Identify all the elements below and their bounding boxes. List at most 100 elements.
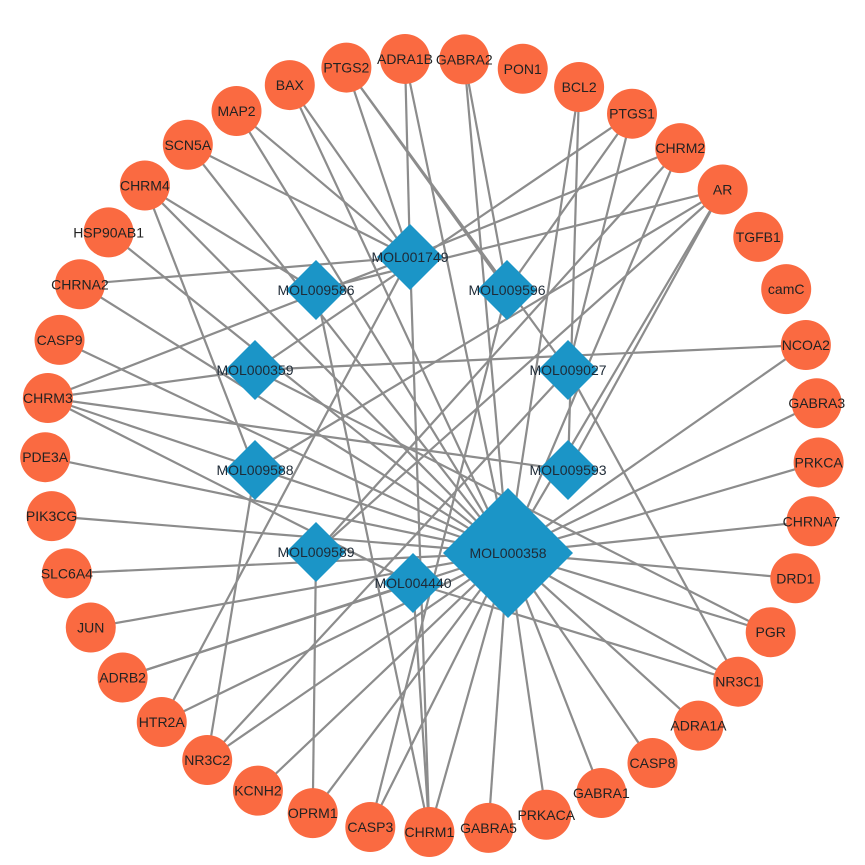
edge-mol000358-chrna2 xyxy=(79,283,509,554)
target-label: SCN5A xyxy=(164,137,211,153)
compound-node-mol009596[interactable]: MOL009596 xyxy=(468,260,546,320)
edge-mol004440-adrb2 xyxy=(122,581,414,679)
edge-mol009588-ar xyxy=(254,188,724,471)
target-node-tgfb1[interactable]: TGFB1 xyxy=(733,211,784,262)
target-node-pon1[interactable]: PON1 xyxy=(497,43,548,94)
target-node-chrna2[interactable]: CHRNA2 xyxy=(51,259,109,310)
edge-mol000358-hsp90ab1 xyxy=(107,231,509,554)
edge-mol001749-map2 xyxy=(235,110,411,258)
target-node-chrna7[interactable]: CHRNA7 xyxy=(783,496,841,547)
target-node-casp8[interactable]: CASP8 xyxy=(627,738,678,789)
compound-node-mol000358[interactable]: MOL000358 xyxy=(443,488,573,618)
target-node-gabra1[interactable]: GABRA1 xyxy=(573,767,630,818)
compound-diamond xyxy=(477,260,537,320)
edge-mol000358-jun xyxy=(90,551,509,629)
target-circle xyxy=(264,60,315,111)
target-circle xyxy=(786,496,837,547)
compound-node-mol009586[interactable]: MOL009586 xyxy=(277,260,355,320)
target-node-nr3c2[interactable]: NR3C2 xyxy=(182,735,233,786)
target-circle xyxy=(211,86,262,137)
target-label: PRKACA xyxy=(517,807,575,823)
target-node-pde3a[interactable]: PDE3A xyxy=(20,432,71,483)
target-node-jun[interactable]: JUN xyxy=(65,602,116,653)
target-node-hsp90ab1[interactable]: HSP90AB1 xyxy=(73,207,144,258)
target-node-gabra3[interactable]: GABRA3 xyxy=(788,378,845,429)
edge-mol000358-nr3c2 xyxy=(206,552,509,761)
target-node-adra1a[interactable]: ADRA1A xyxy=(670,700,727,751)
target-node-chrm2[interactable]: CHRM2 xyxy=(655,123,705,174)
target-label: OPRM1 xyxy=(288,805,338,821)
target-node-htr2a[interactable]: HTR2A xyxy=(136,697,187,748)
compound-node-mol009593[interactable]: MOL009593 xyxy=(529,440,607,500)
target-label: PGR xyxy=(756,624,786,640)
target-node-oprm1[interactable]: OPRM1 xyxy=(287,788,338,839)
target-label: CHRM4 xyxy=(120,178,170,194)
target-node-nr3c1[interactable]: NR3C1 xyxy=(713,656,764,707)
target-node-drd1[interactable]: DRD1 xyxy=(770,553,821,604)
compound-diamond xyxy=(443,488,573,618)
edge-mol009027-nr3c2 xyxy=(206,369,569,761)
target-node-ar[interactable]: AR xyxy=(697,164,748,215)
target-node-pik3cg[interactable]: PIK3CG xyxy=(26,491,77,542)
target-node-slc6a4[interactable]: SLC6A4 xyxy=(41,548,93,599)
target-node-camc[interactable]: camC xyxy=(761,264,812,315)
target-circle xyxy=(83,207,134,258)
compound-node-mol009588[interactable]: MOL009588 xyxy=(216,440,294,500)
compound-node-mol004440[interactable]: MOL004440 xyxy=(374,553,452,613)
target-node-map2[interactable]: MAP2 xyxy=(211,86,262,137)
target-label: ADRB2 xyxy=(99,670,146,686)
compound-node-mol009589[interactable]: MOL009589 xyxy=(277,522,355,582)
edge-mol009586-chrm4 xyxy=(144,184,317,291)
target-node-bcl2[interactable]: BCL2 xyxy=(554,62,605,113)
target-circle xyxy=(182,735,233,786)
target-label: CASP8 xyxy=(630,755,676,771)
target-node-chrm1[interactable]: CHRM1 xyxy=(404,806,454,857)
target-node-chrm4[interactable]: CHRM4 xyxy=(119,160,170,211)
compound-node-mol001749[interactable]: MOL001749 xyxy=(371,224,449,290)
target-node-ptgs2[interactable]: PTGS2 xyxy=(321,42,372,93)
edge-mol009027-ptgs1 xyxy=(566,113,634,371)
target-node-casp9[interactable]: CASP9 xyxy=(34,314,85,365)
target-circle xyxy=(345,802,396,853)
target-node-prkca[interactable]: PRKCA xyxy=(793,437,844,488)
target-node-adra1b[interactable]: ADRA1B xyxy=(377,33,433,84)
edge-mol009588-chrm4 xyxy=(143,185,257,471)
compound-node-mol009027[interactable]: MOL009027 xyxy=(529,340,607,400)
target-circle xyxy=(287,788,338,839)
target-node-pgr[interactable]: PGR xyxy=(745,607,796,658)
target-node-adrb2[interactable]: ADRB2 xyxy=(97,652,148,703)
compound-label: MOL009593 xyxy=(529,462,606,478)
edge-mol000358-ar xyxy=(507,188,724,554)
target-node-chrm3[interactable]: CHRM3 xyxy=(22,373,73,424)
target-label: HTR2A xyxy=(139,714,186,730)
target-node-kcnh2[interactable]: KCNH2 xyxy=(232,765,283,816)
compound-diamond xyxy=(538,440,598,500)
target-label: NCOA2 xyxy=(782,337,830,353)
compound-label: MOL009596 xyxy=(468,282,545,298)
edge-mol000358-casp9 xyxy=(59,338,509,554)
target-node-ncoa2[interactable]: NCOA2 xyxy=(780,319,831,370)
target-label: SLC6A4 xyxy=(41,565,93,581)
target-circle xyxy=(673,700,724,751)
edge-mol000358-ncoa2 xyxy=(507,344,807,554)
edge-mol000358-casp3 xyxy=(369,552,509,828)
target-label: HSP90AB1 xyxy=(73,224,144,240)
edge-mol001749-htr2a xyxy=(160,256,411,723)
target-label: CHRM3 xyxy=(23,390,73,406)
target-node-gabra5[interactable]: GABRA5 xyxy=(460,802,517,853)
target-node-prkaca[interactable]: PRKACA xyxy=(517,789,576,840)
target-node-scn5a[interactable]: SCN5A xyxy=(162,119,213,170)
target-node-gabra2[interactable]: GABRA2 xyxy=(436,34,493,85)
target-circle xyxy=(232,765,283,816)
edge-mol000358-map2 xyxy=(235,110,509,554)
compound-label: MOL009027 xyxy=(529,362,606,378)
target-label: ADRA1A xyxy=(670,718,727,734)
target-label: MAP2 xyxy=(217,103,255,119)
target-node-casp3[interactable]: CASP3 xyxy=(345,802,396,853)
target-node-bax[interactable]: BAX xyxy=(264,60,315,111)
compound-node-mol000359[interactable]: MOL000359 xyxy=(216,340,294,400)
target-circle xyxy=(554,62,605,113)
edge-mol000358-kcnh2 xyxy=(257,552,509,792)
target-node-ptgs1[interactable]: PTGS1 xyxy=(607,88,658,139)
target-label: TGFB1 xyxy=(736,229,781,245)
